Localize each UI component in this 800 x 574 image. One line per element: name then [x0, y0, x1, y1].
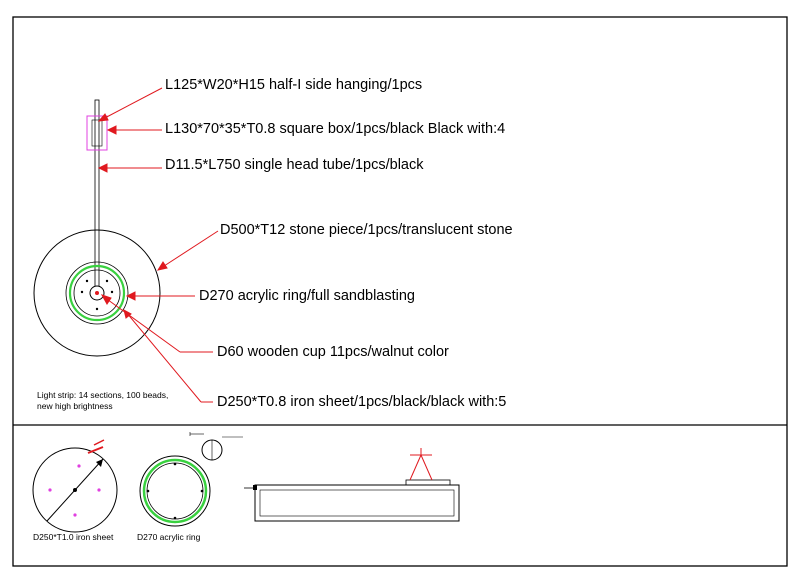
iron-sheet-inner [73, 269, 121, 317]
callout-side-hanging: L125*W20*H15 half-I side hanging/1pcs [165, 77, 423, 93]
light-strip-note-line2: new high brightness [37, 401, 113, 411]
callout-iron-sheet: D250*T0.8 iron sheet/1pcs/black/black wi… [217, 394, 507, 410]
acrylic-ring-detail-label: D270 acrylic ring [137, 532, 201, 542]
single-head-tube [94, 99, 100, 291]
iron-sheet-detail [32, 439, 118, 533]
acrylic-ring [68, 264, 126, 322]
iron-sheet-detail-label: D250*T1.0 iron sheet [33, 532, 114, 542]
screw [105, 279, 109, 283]
light-strip-note-line1: Light strip: 14 sections, 100 beads, [37, 390, 169, 400]
acrylic-ring-detail [139, 455, 211, 527]
callout-wooden-cup: D60 wooden cup 11pcs/walnut color [217, 344, 449, 360]
screw [95, 307, 99, 311]
iron-sheet-outer [65, 261, 129, 325]
screw [85, 279, 89, 283]
wooden-cup-detail [189, 432, 243, 461]
stone-piece [33, 229, 161, 357]
side-section-view [244, 448, 460, 522]
callout-square-box: L130*70*35*T0.8 square box/1pcs/black Bl… [165, 121, 506, 137]
square-box [86, 115, 108, 151]
screw [110, 290, 114, 294]
callout-tube: D11.5*L750 single head tube/1pcs/black [165, 157, 424, 173]
leader-lines [97, 87, 219, 403]
callout-stone: D500*T12 stone piece/1pcs/translucent st… [220, 222, 513, 238]
sheet-border [12, 16, 788, 567]
lamp-assembly [33, 99, 161, 357]
callout-acrylic-ring: D270 acrylic ring/full sandblasting [199, 288, 415, 304]
center-hole [95, 291, 99, 295]
screw [80, 290, 84, 294]
side-hanging [91, 119, 103, 147]
